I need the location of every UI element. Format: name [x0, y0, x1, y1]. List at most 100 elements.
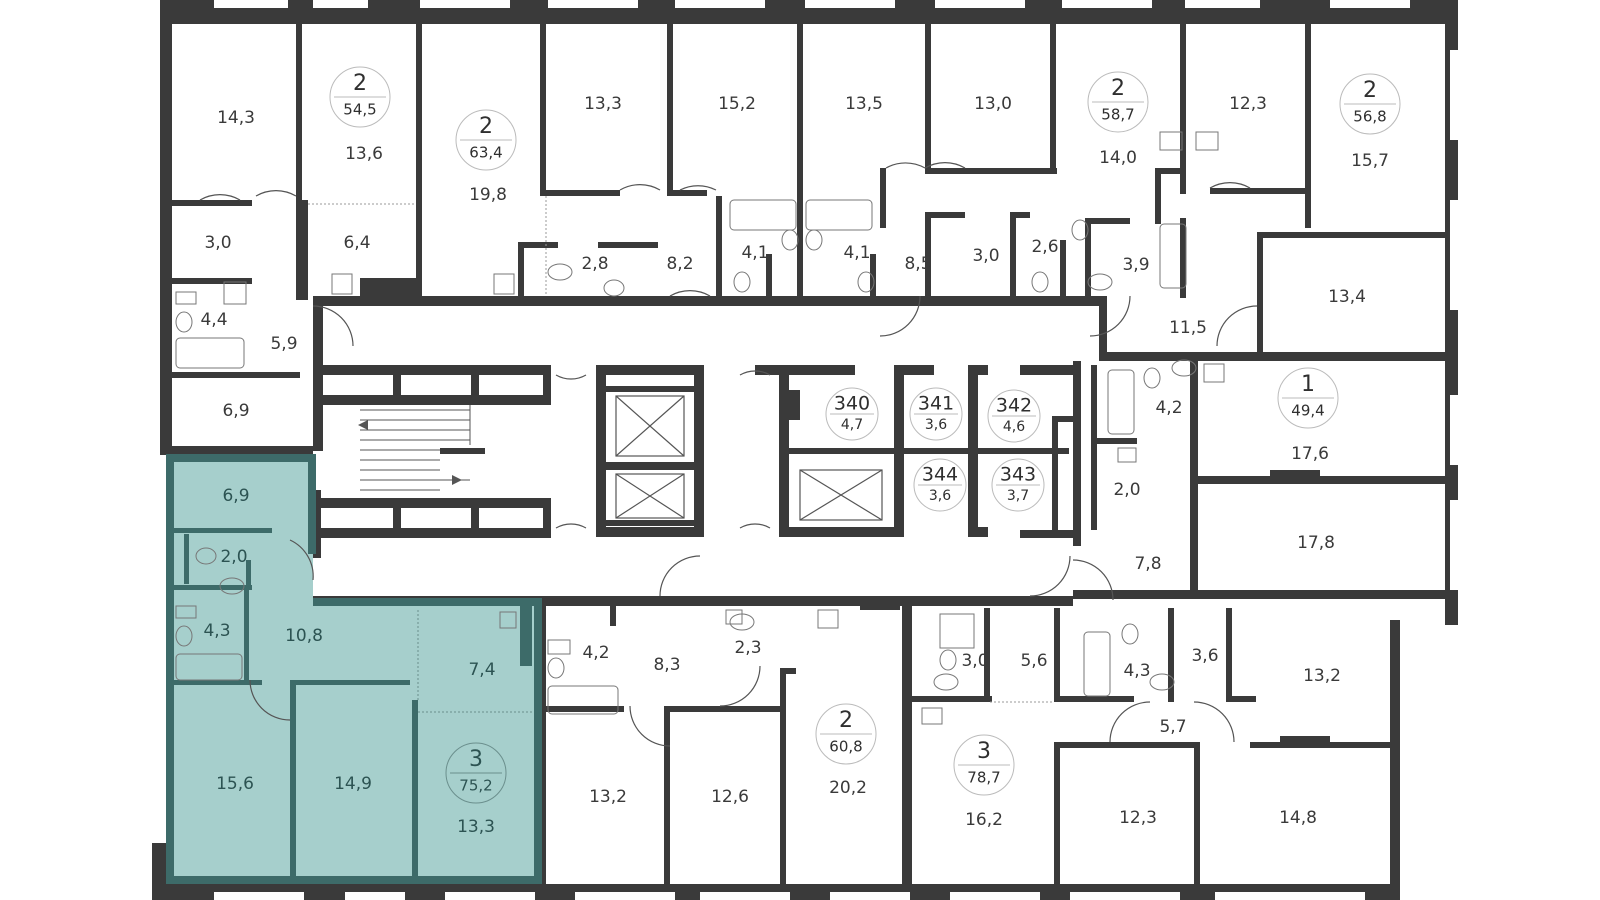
stair-arrow-left-icon: [358, 420, 368, 430]
room-area: 15,6: [216, 774, 254, 794]
elevator-shafts: [615, 395, 883, 521]
apartment-badge-2-54[interactable]: 2 54,5: [329, 66, 391, 128]
room-area: 3,6: [1191, 646, 1218, 666]
room-area: 13,0: [974, 94, 1012, 114]
storage-number: 344: [922, 464, 958, 486]
apartment-rooms: 2: [839, 708, 853, 733]
apartment-rooms: 1: [1301, 372, 1315, 397]
room-area: 4,3: [203, 621, 230, 641]
apartment-area: 78,7: [967, 769, 1000, 787]
room-area: 10,8: [285, 626, 323, 646]
apartment-area: 58,7: [1101, 106, 1134, 124]
room-area: 14,0: [1099, 148, 1137, 168]
apartment-badges: 2 54,5 2 63,4 2 58,7 2 56,8 1 49,4: [329, 66, 1401, 804]
room-area: 19,8: [469, 185, 507, 205]
room-area: 8,3: [653, 655, 680, 675]
storage-badge-342[interactable]: 342 4,6: [987, 389, 1041, 443]
apartment-area: 75,2: [459, 777, 492, 795]
room-area: 5,9: [270, 334, 297, 354]
bathroom-fixtures: [175, 131, 1225, 725]
room-area: 7,8: [1134, 554, 1161, 574]
apartment-rooms: 2: [479, 114, 493, 139]
room-area: 6,9: [222, 486, 249, 506]
room-area: 14,3: [217, 108, 255, 128]
apartment-badge-3-78[interactable]: 3 78,7: [953, 734, 1015, 796]
apartment-badge-2-60[interactable]: 2 60,8: [815, 703, 877, 765]
walls: [152, 0, 1458, 900]
apartment-rooms: 3: [469, 747, 483, 772]
apartment-rooms: 3: [977, 739, 991, 764]
apartment-area: 49,4: [1291, 402, 1324, 420]
storage-number: 340: [834, 393, 870, 415]
storage-number: 342: [996, 395, 1032, 417]
room-area-labels: 14,3 13,6 19,8 13,3 15,2 13,5 13,0 14,0 …: [200, 94, 1388, 837]
room-area: 3,0: [961, 651, 988, 671]
storage-area: 3,6: [925, 417, 947, 433]
apartment-rooms: 2: [1111, 76, 1125, 101]
room-area: 4,1: [741, 243, 768, 263]
room-area: 13,3: [584, 94, 622, 114]
room-area: 15,2: [718, 94, 756, 114]
room-area: 4,2: [1155, 398, 1182, 418]
apartment-badge-2-56[interactable]: 2 56,8: [1339, 73, 1401, 135]
room-area: 11,5: [1169, 318, 1207, 338]
room-area: 3,0: [204, 233, 231, 253]
room-area: 13,4: [1328, 287, 1366, 307]
storage-badge-344[interactable]: 344 3,6: [913, 458, 967, 512]
storage-badges: 340 4,7 341 3,6 342 4,6 344 3,6 343 3,7: [825, 387, 1045, 512]
room-area: 3,0: [972, 246, 999, 266]
apartment-rooms: 2: [353, 71, 367, 96]
apartment-badge-2-58[interactable]: 2 58,7: [1087, 71, 1149, 133]
room-area: 5,6: [1020, 651, 1047, 671]
apartment-area: 54,5: [343, 101, 376, 119]
room-area: 16,2: [965, 810, 1003, 830]
room-area: 6,9: [222, 401, 249, 421]
room-area: 2,0: [1113, 480, 1140, 500]
storage-badge-343[interactable]: 343 3,7: [991, 458, 1045, 512]
apartment-area: 63,4: [469, 144, 502, 162]
room-area: 2,0: [220, 547, 247, 567]
storage-area: 3,7: [1007, 488, 1029, 504]
room-area: 12,6: [711, 787, 749, 807]
room-area: 13,2: [589, 787, 627, 807]
room-area: 8,2: [666, 254, 693, 274]
room-area: 17,6: [1291, 444, 1329, 464]
storage-number: 343: [1000, 464, 1036, 486]
room-area: 13,2: [1303, 666, 1341, 686]
room-area: 7,4: [468, 660, 495, 680]
room-area: 12,3: [1229, 94, 1267, 114]
room-area: 20,2: [829, 778, 867, 798]
room-area: 3,9: [1122, 255, 1149, 275]
apartment-badge-1-49[interactable]: 1 49,4: [1277, 367, 1339, 429]
room-area: 4,1: [843, 243, 870, 263]
apartment-area: 60,8: [829, 738, 862, 756]
highlighted-apartment-walls: [166, 454, 542, 884]
room-area: 8,5: [904, 254, 931, 274]
apartment-area: 56,8: [1353, 108, 1386, 126]
apartment-badge-3-75-highlighted[interactable]: 3 75,2: [445, 742, 507, 804]
room-area: 4,2: [582, 643, 609, 663]
apartment-rooms: 2: [1363, 78, 1377, 103]
storage-area: 4,6: [1003, 419, 1025, 435]
room-area: 2,3: [734, 638, 761, 658]
room-area: 15,7: [1351, 151, 1389, 171]
apartment-badge-2-63[interactable]: 2 63,4: [455, 109, 517, 171]
room-area: 13,5: [845, 94, 883, 114]
room-area: 12,3: [1119, 808, 1157, 828]
room-area: 2,8: [581, 254, 608, 274]
room-area: 13,6: [345, 144, 383, 164]
storage-area: 3,6: [929, 488, 951, 504]
room-area: 2,6: [1031, 237, 1058, 257]
stair-arrow-right-icon: [452, 475, 462, 485]
door-swings: [199, 162, 1258, 747]
storage-area: 4,7: [841, 417, 863, 433]
room-area: 4,4: [200, 310, 227, 330]
room-area: 13,3: [457, 817, 495, 837]
room-area: 14,9: [334, 774, 372, 794]
storage-badge-341[interactable]: 341 3,6: [909, 387, 963, 441]
room-area: 14,8: [1279, 808, 1317, 828]
storage-badge-340[interactable]: 340 4,7: [825, 387, 879, 441]
room-area: 5,7: [1159, 717, 1186, 737]
staircase: [360, 405, 471, 491]
